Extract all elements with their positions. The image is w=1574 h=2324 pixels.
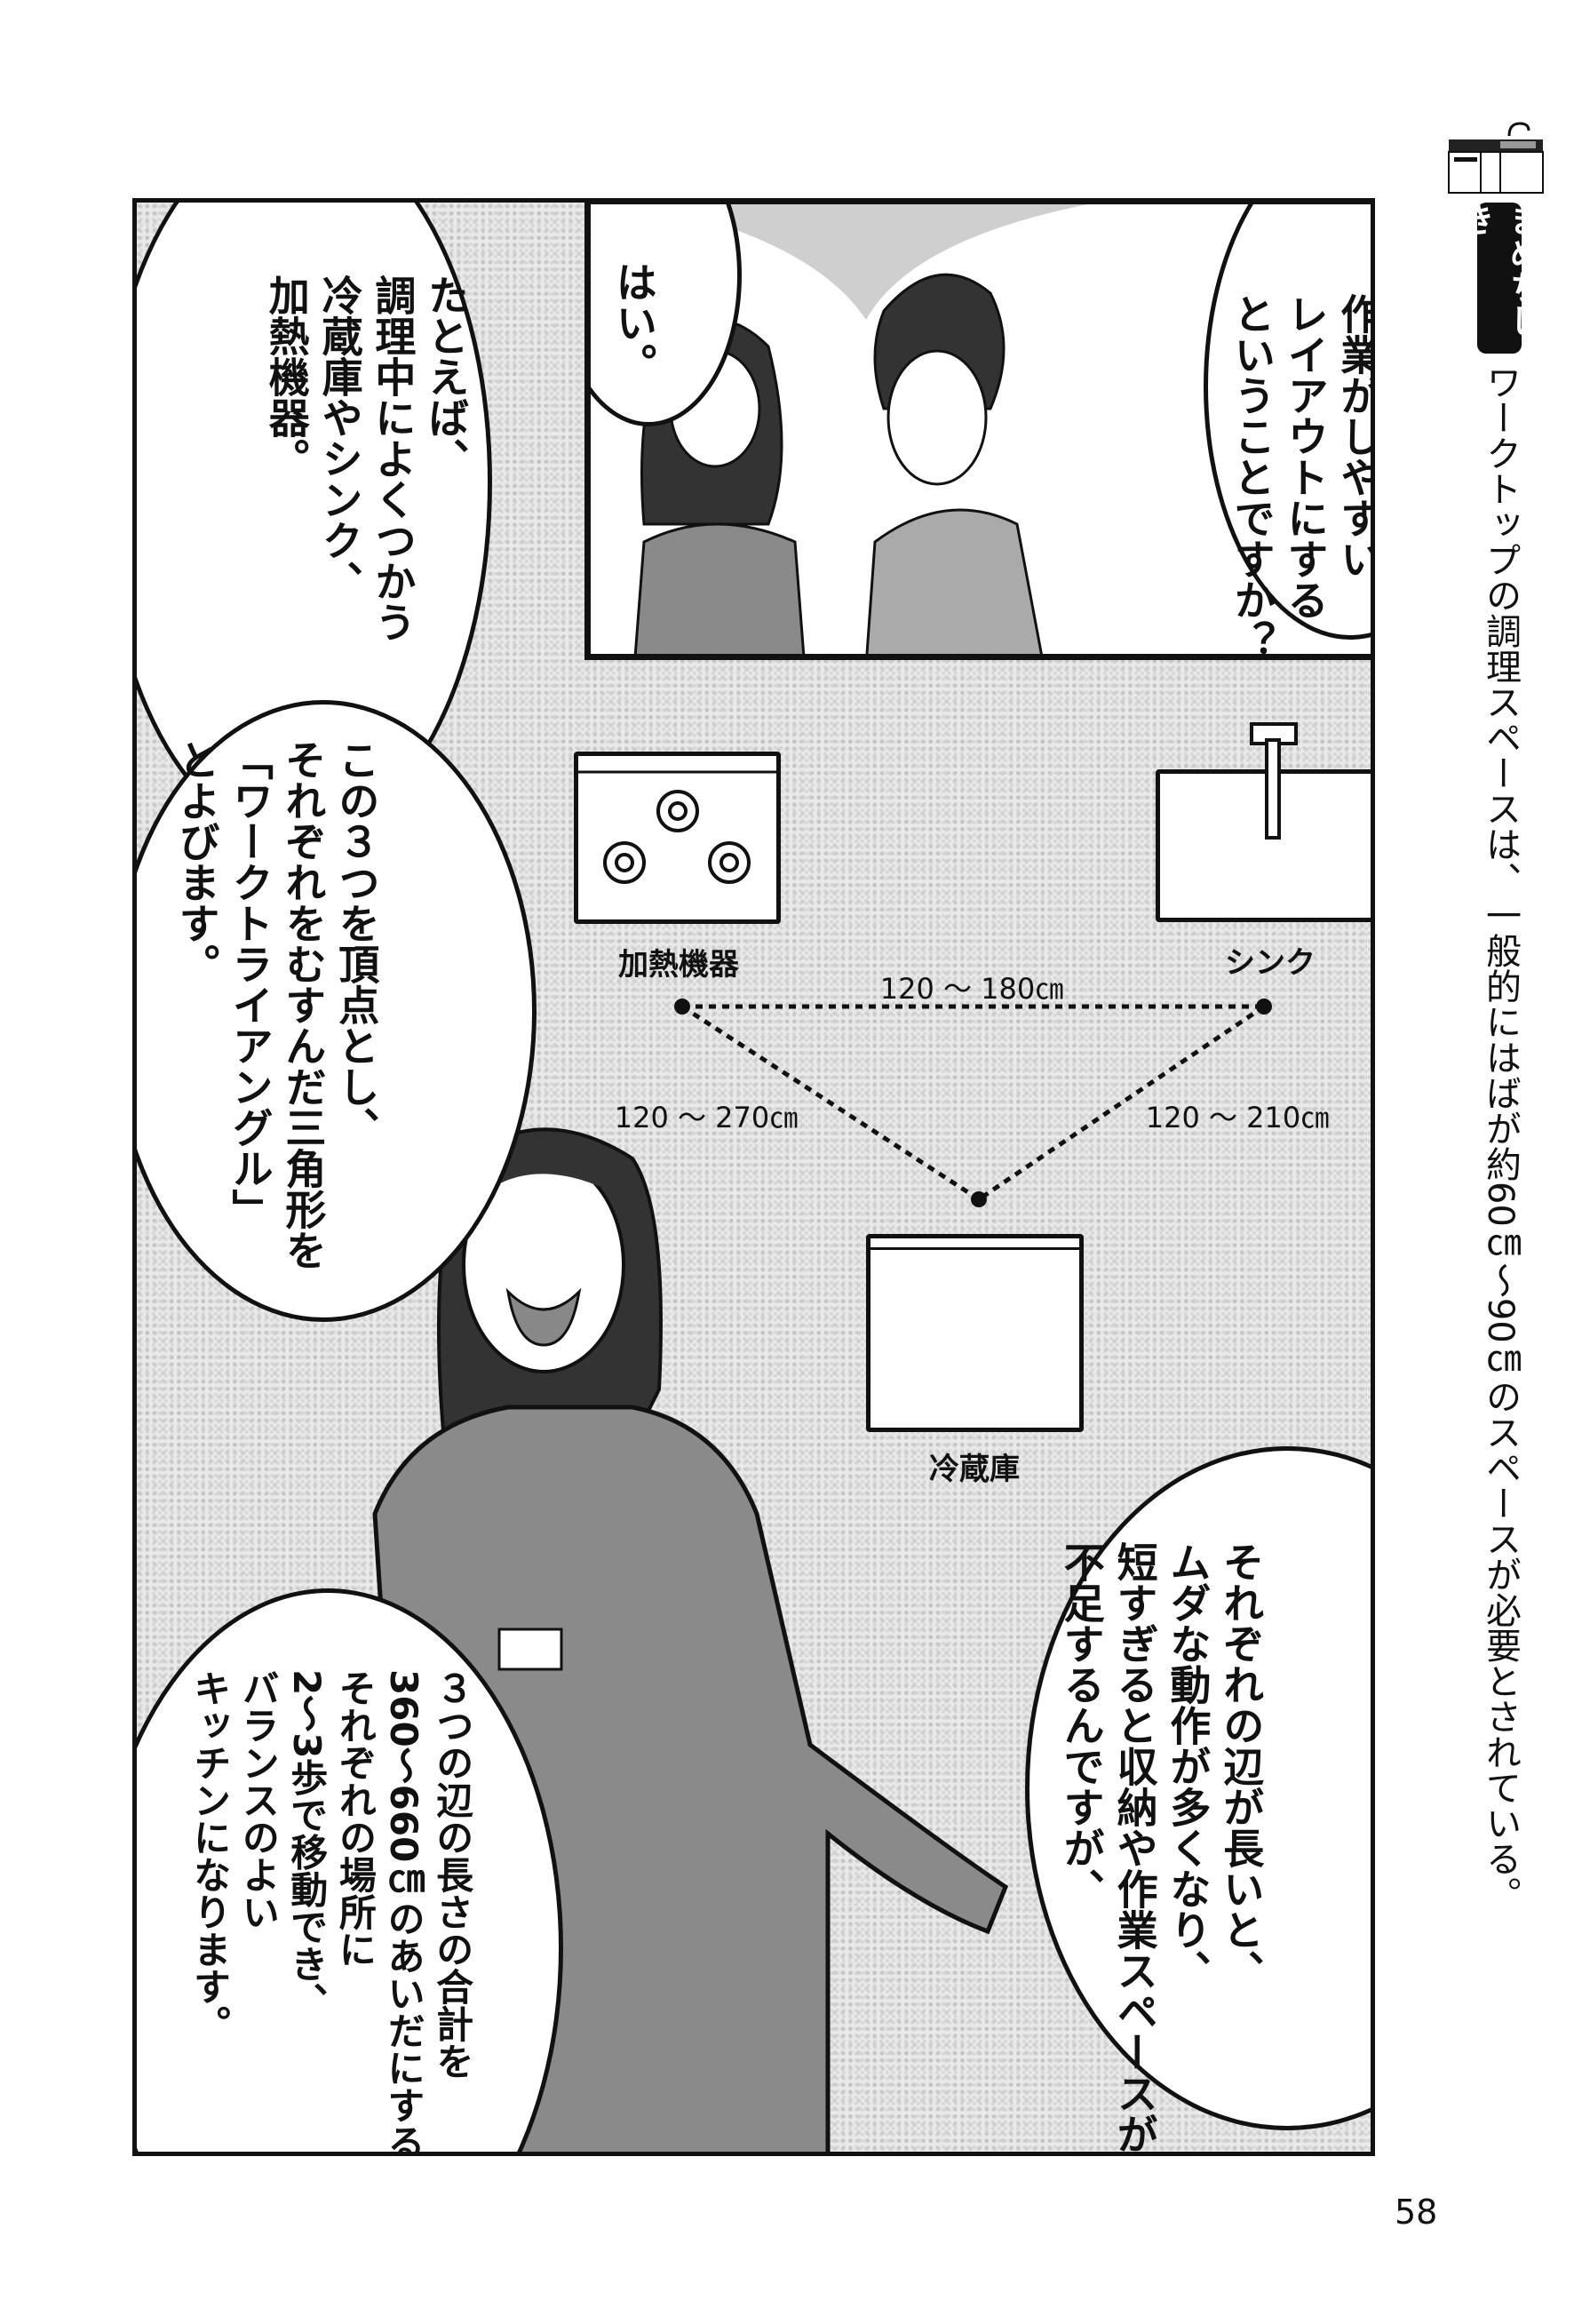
sink-icon	[1156, 769, 1371, 922]
example-text: たとえば、 調理中によくつかう 冷蔵庫やシンク、 加熱機器。	[262, 275, 471, 642]
manga-panel: 加熱機器 シンク 冷蔵庫 120 ～ 180㎝ 120 ～ 270㎝ 120 ～…	[132, 198, 1375, 2156]
vertex-fridge	[971, 1191, 987, 1207]
vertex-sink	[1256, 999, 1272, 1015]
too-long-text: それぞれの辺が長いと、 ムダな動作が多くなり、 短すぎると収納や作業スペースが …	[1057, 1541, 1266, 2154]
stove-icon	[574, 752, 781, 924]
distance-sink-fridge: 120 ～ 210㎝	[1145, 1101, 1330, 1134]
distance-stove-fridge: 120 ～ 270㎝	[614, 1101, 799, 1134]
inset-panel: はい。 作業がしやすい レイアウトにする ということですか？	[584, 203, 1375, 660]
fridge-icon	[866, 1234, 1084, 1432]
work-triangle-lines	[680, 1004, 1266, 1202]
faucet-icon	[1250, 722, 1298, 840]
reply-text: はい。	[609, 261, 658, 384]
kitchen-counter-icon	[1448, 122, 1544, 194]
page-number: 58	[1395, 2193, 1438, 2232]
sidebar-note: ワークトップの調理スペースは、一般的にはばが約60㎝～90㎝のスペースが必要とさ…	[1480, 364, 1521, 1912]
man-question-text: 作業がしやすい レイアウトにする ということですか？	[1228, 293, 1375, 660]
sink-label: シンク	[1225, 945, 1316, 981]
stove-label: 加熱機器	[618, 947, 739, 983]
mamechishiki-label: まめちしき	[1455, 203, 1543, 354]
speech-bubble-triangle	[137, 700, 537, 1322]
triangle-text: この３つを頂点とし、 それぞれをむすんだ三角形を 「ワークトライアングル」 とよ…	[172, 739, 381, 1270]
balance-text: ３つの辺の長さの合計を 360～660㎝のあいだにすると、 それぞれの場所に 2…	[187, 1669, 474, 2156]
distance-stove-sink: 120 ～ 180㎝	[879, 972, 1064, 1006]
inset-art	[633, 204, 1088, 654]
vertex-stove	[674, 999, 690, 1015]
fridge-label: 冷蔵庫	[929, 1452, 1020, 1487]
